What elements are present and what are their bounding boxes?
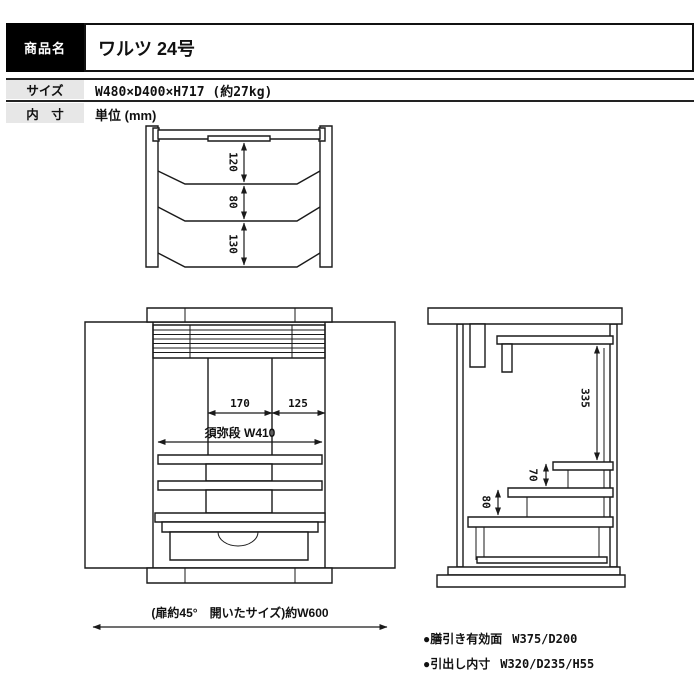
step-board-2: [508, 488, 613, 497]
louver-panel: [153, 325, 325, 358]
floor-board: [468, 517, 613, 527]
top-board: [428, 308, 622, 324]
drawer-handle: [218, 532, 258, 546]
front-open-drawing: 170 125 須弥段 W410 (扉約45° 開いたサイズ)約W600: [80, 300, 400, 630]
step-board-1: [553, 462, 613, 470]
light-strip: [208, 136, 270, 141]
shelf-line-3: [158, 253, 320, 267]
upper-shelf: [497, 336, 613, 344]
open-size-label: (扉約45° 開いたサイズ)約W600: [151, 605, 328, 620]
bullet-icon: ●: [423, 631, 431, 646]
size-value: W480×D400×H717 (約27kg): [95, 85, 273, 100]
note-tray-label: 膳引き有効面: [430, 632, 503, 646]
dim-label-120: 120: [227, 152, 240, 172]
divider-line-top: [6, 78, 694, 80]
hanging-block-front: [470, 324, 485, 367]
note-tray-value: W375/D200: [512, 631, 578, 646]
product-name-row: 商品名 ワルツ 24号: [6, 23, 694, 72]
slide-tray: [162, 522, 318, 532]
divider-line-bottom: [6, 100, 694, 102]
unit-note: 単位 (mm): [95, 108, 157, 123]
note-drawer: ●引出し内寸 W320/D235/H55: [423, 655, 594, 672]
shelf-line-1: [158, 171, 320, 184]
shelf-line-2: [158, 207, 320, 221]
dim-label-130: 130: [227, 234, 240, 254]
shelf-board-2: [158, 481, 322, 490]
left-pillar: [146, 126, 158, 267]
sumidan-label: 須弥段 W410: [204, 425, 276, 440]
crown-board: [147, 308, 332, 322]
note-drawer-value: W320/D235/H55: [500, 656, 595, 671]
dim-label-125: 125: [288, 397, 308, 410]
front-wall: [457, 324, 463, 567]
plinth: [147, 568, 332, 583]
dim-label-335: 335: [579, 388, 592, 408]
product-name-label: 商品名: [6, 23, 84, 72]
base-plinth: [437, 575, 625, 587]
right-pillar: [320, 126, 332, 267]
dim-label-80: 80: [227, 195, 240, 208]
note-drawer-label: 引出し内寸: [430, 657, 491, 671]
interior-front-drawing: 120 80 130: [138, 118, 344, 273]
base-shelf-board: [155, 513, 325, 522]
center-step-1: [206, 464, 272, 481]
shelf-board-1: [158, 455, 322, 464]
dim-label-70: 70: [527, 468, 540, 481]
product-name-value: ワルツ 24号: [84, 23, 694, 72]
dim-label-80: 80: [480, 495, 493, 508]
size-label: サイズ: [6, 80, 84, 99]
inner-dims-label: 内 寸: [6, 103, 84, 123]
dim-label-170: 170: [230, 397, 250, 410]
hanging-block-inner: [502, 344, 512, 372]
bullet-icon: ●: [423, 656, 431, 671]
drawer-bottom-rail: [477, 557, 607, 563]
side-section-drawing: 335 70 80: [425, 300, 635, 595]
back-wall: [610, 324, 617, 567]
center-step-2: [206, 490, 272, 513]
base-step: [448, 567, 620, 575]
note-tray: ●膳引き有効面 W375/D200: [423, 630, 577, 647]
